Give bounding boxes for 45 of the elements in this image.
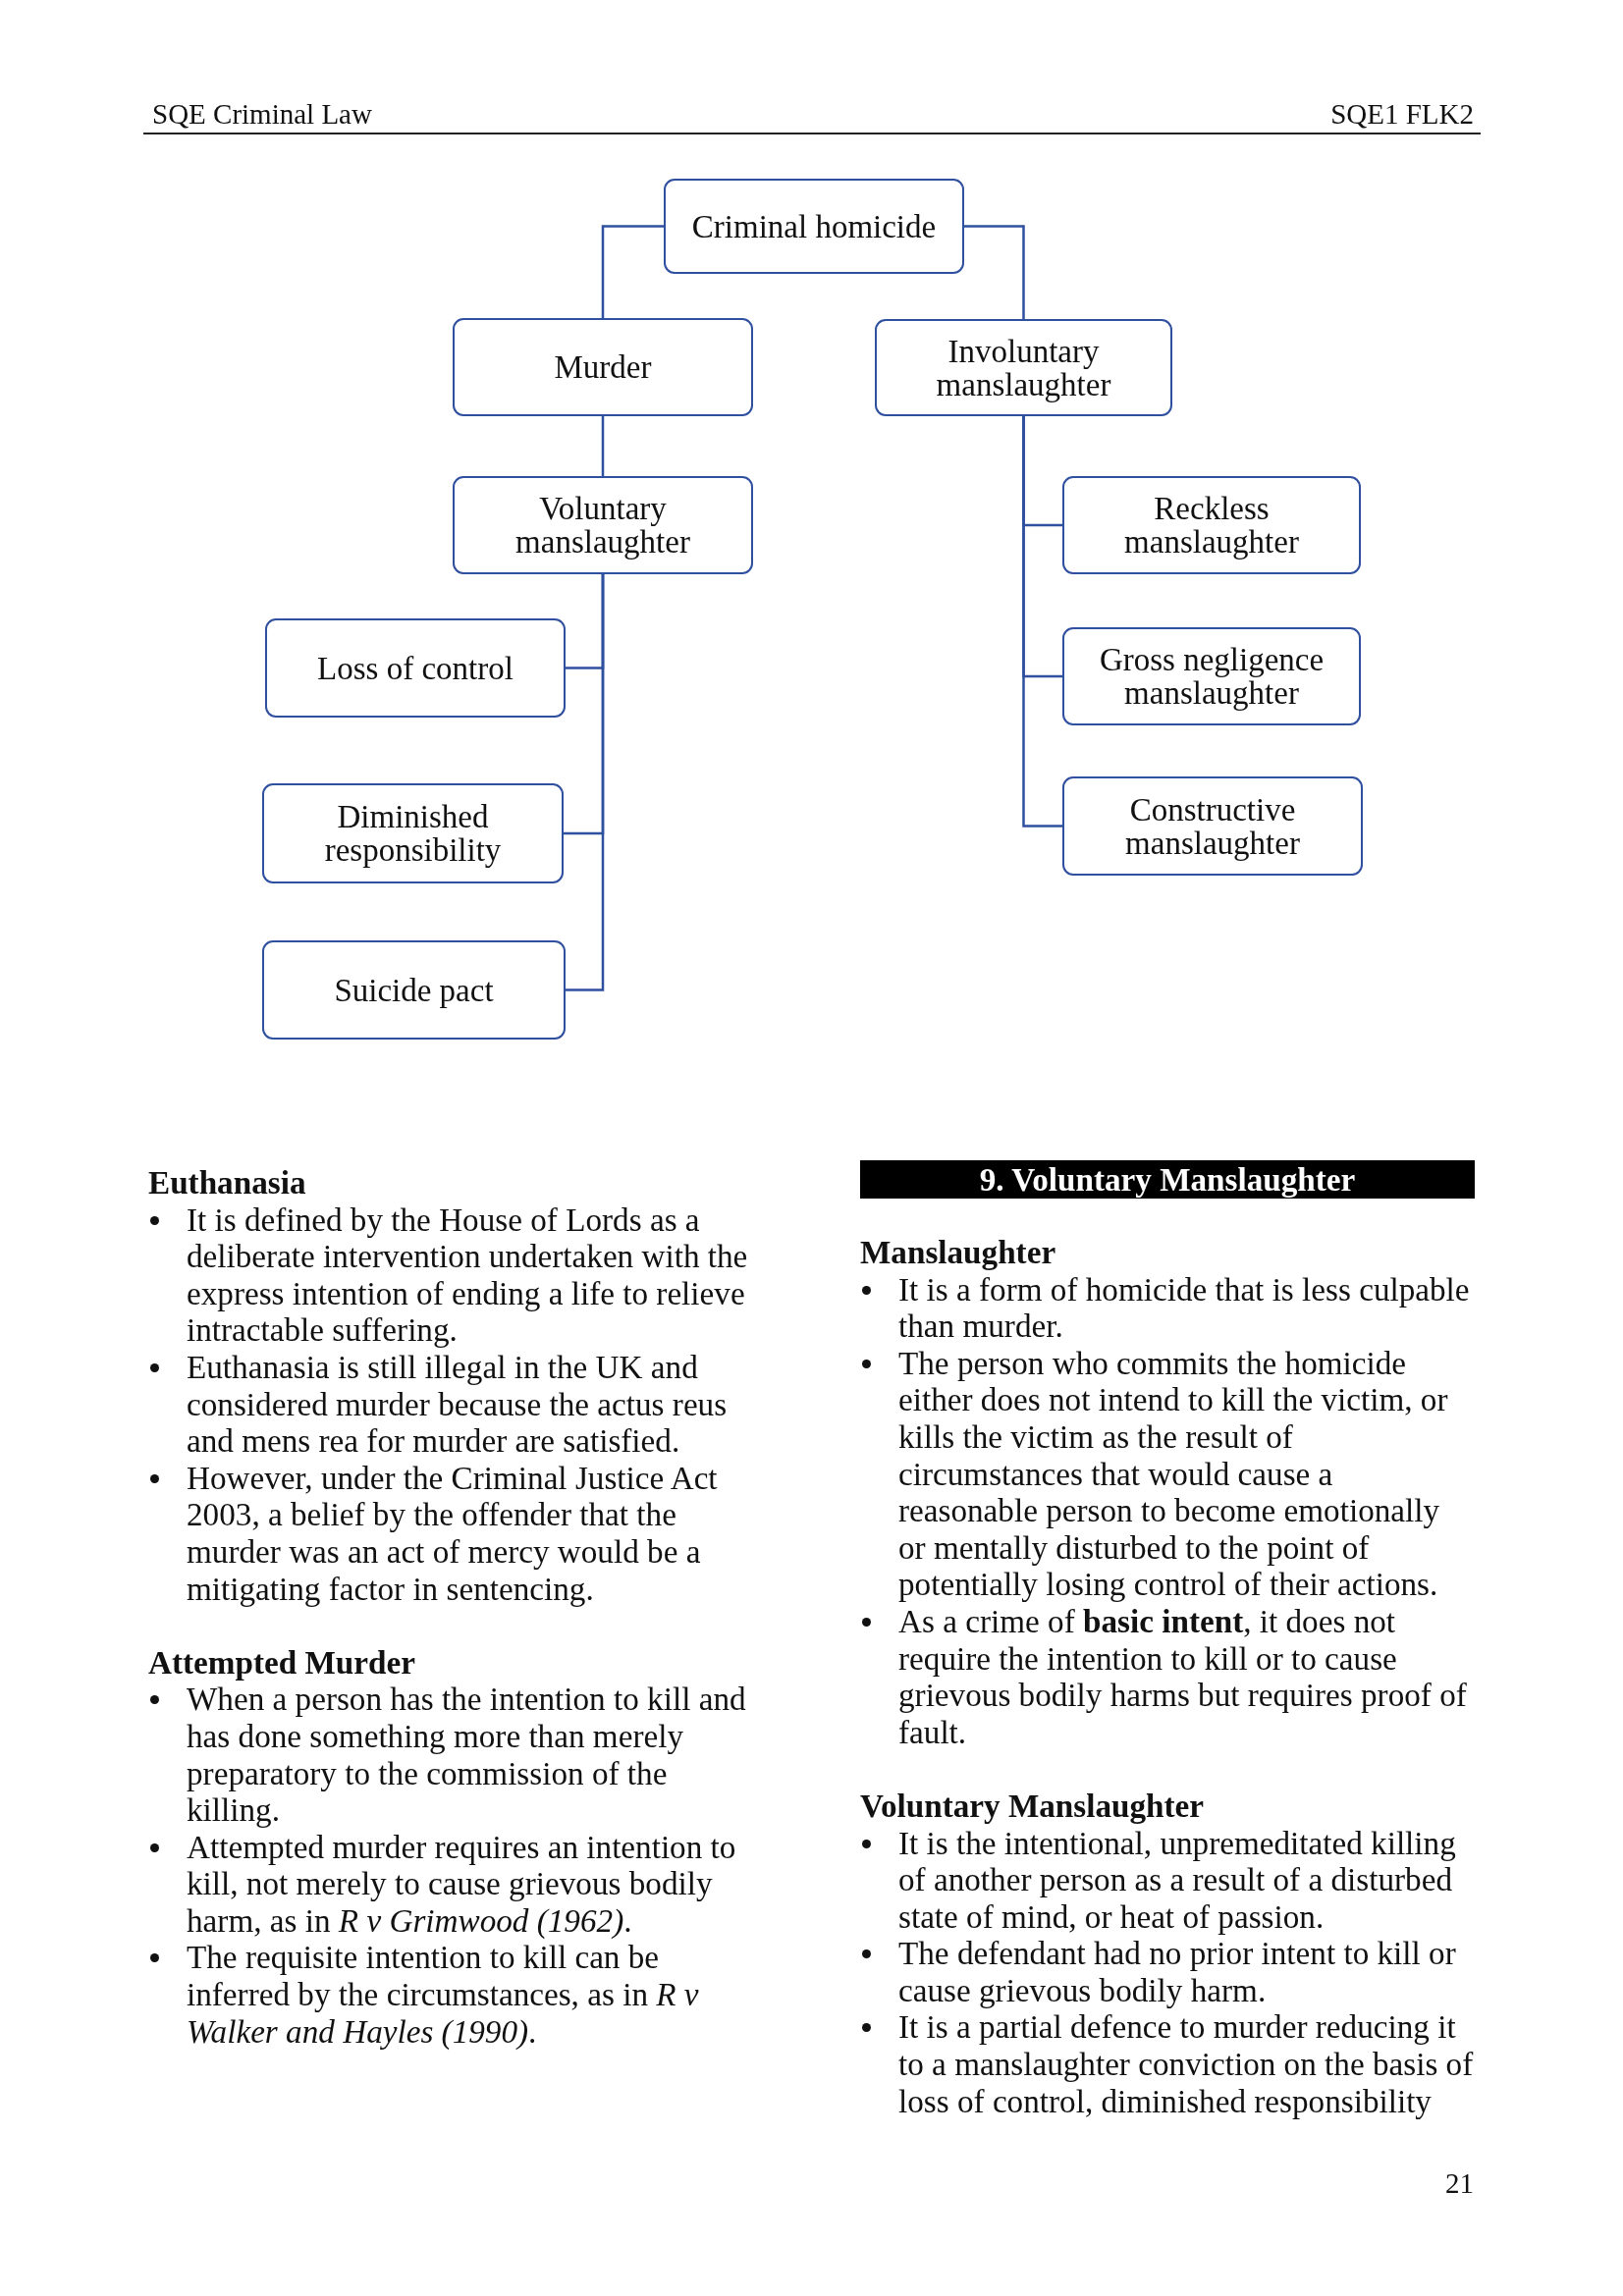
category-box: [1062, 476, 1361, 574]
section-heading: Attempted Murder: [148, 1643, 416, 1682]
bullet-item: The defendant had no prior intent to kill or cause grievous bodily harm.: [860, 1935, 1475, 2009]
connector-line: [964, 225, 1025, 319]
connector-line: [1022, 416, 1062, 828]
category-box: [453, 476, 753, 574]
node-label: Diminished responsibility: [323, 800, 503, 867]
category-box: [453, 318, 753, 416]
bullet-item: However, under the Criminal Justice Act 2003, a belief by the offender that the murder was an act of mercy would be a mitigating factor in sentencing.: [148, 1459, 752, 1608]
header-text: SQE1 FLK2: [1330, 97, 1474, 132]
bullet-item: As a crime of basic intent, it does not require the intention to kill or to cause grievous bodily harms but requires proof of fault.: [860, 1602, 1475, 1751]
section-heading: Voluntary Manslaughter: [860, 1787, 1206, 1825]
bullet-item: When a person has the intention to kill and has done something more than merely preparatory to the commission of the killing.: [148, 1681, 752, 1829]
node-label: Constructive manslaughter: [1124, 792, 1301, 860]
connector-line: [566, 574, 605, 991]
bullet-item: It is a partial defence to murder reducing it to a manslaughter conviction on the basis of loss of control, diminished responsibility: [860, 2008, 1475, 2120]
bullet-item: It is the intentional, unpremeditated killing of another person as a result of a disturbed state of mind, or heat of passion.: [860, 1824, 1475, 1936]
node-label: Involuntary manslaughter: [935, 334, 1112, 401]
bullet-item: Euthanasia is still illegal in the UK and considered murder because the actus reus and mens rea for murder are satisfied.: [148, 1348, 752, 1460]
section-banner: 9. Voluntary Manslaughter: [860, 1160, 1475, 1199]
category-box: [262, 783, 564, 883]
category-box: [664, 179, 964, 274]
category-box: [1062, 776, 1363, 876]
bullet-item: Attempted murder requires an intention to kill, not merely to cause grievous bodily harm, as in R v Grimwood (1962).: [148, 1828, 752, 1940]
node-label: Voluntary manslaughter: [514, 492, 691, 559]
node-label: Loss of control: [317, 651, 514, 685]
node-label: Suicide pact: [334, 973, 494, 1007]
category-box: [875, 319, 1172, 416]
category-box: [1062, 627, 1361, 725]
category-box: [265, 618, 566, 718]
node-label: Gross negligence manslaughter: [1098, 643, 1325, 710]
bullet-item: It is a form of homicide that is less culpable than murder.: [860, 1270, 1475, 1345]
connector-line: [601, 225, 664, 318]
node-label: Murder: [554, 350, 652, 384]
category-box: [262, 940, 566, 1040]
node-label: Criminal homicide: [691, 209, 937, 243]
section-heading: Euthanasia: [148, 1164, 307, 1201]
bullet-item: The person who commits the homicide either does not intend to kill the victim, or kills the victim as the result of circumstances that would cause a reasonable person to become emotionally or mentally disturbed to the point of potentially losing control of their actions.: [860, 1344, 1475, 1603]
header-text: SQE Criminal Law: [152, 97, 372, 132]
section-heading: Manslaughter: [860, 1234, 1057, 1271]
page-number: 21: [1445, 2166, 1474, 2201]
bullet-item: It is defined by the House of Lords as a deliberate intervention undertaken with the express intention of ending a life to relieve intractable suffering.: [148, 1201, 752, 1349]
bullet-item: The requisite intention to kill can be inferred by the circumstances, as in R v Walker and Hayles (1990).: [148, 1939, 752, 2051]
connector-line: [601, 416, 605, 476]
node-label: Reckless manslaughter: [1123, 492, 1300, 559]
